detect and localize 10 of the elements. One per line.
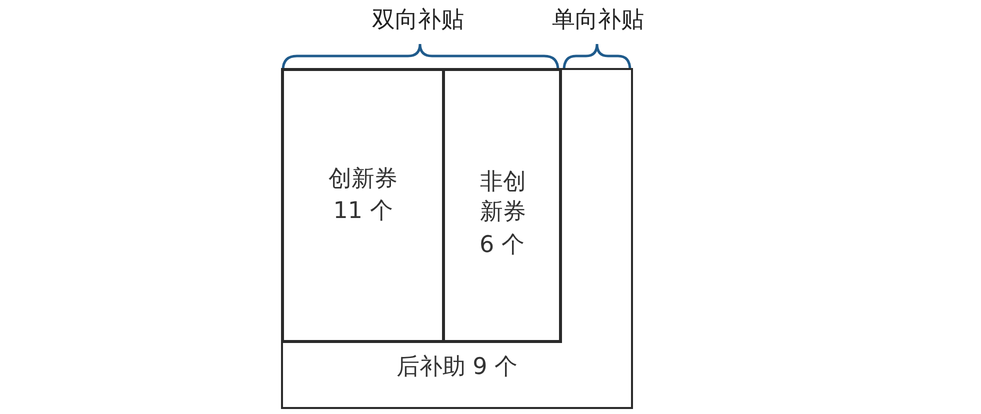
- bracket-label: 单向补贴: [552, 6, 644, 35]
- region-label: 11 个: [332, 197, 394, 226]
- region-label: 创新券: [328, 165, 398, 194]
- region-label: 6 个: [478, 231, 526, 260]
- region-label: 后补助 9 个: [395, 353, 519, 382]
- region-box: [281, 68, 445, 343]
- bracket-label: 双向补贴: [372, 6, 464, 35]
- outer-region: [281, 68, 633, 409]
- region-box: [442, 68, 562, 343]
- region-label: 非创新券: [479, 168, 527, 227]
